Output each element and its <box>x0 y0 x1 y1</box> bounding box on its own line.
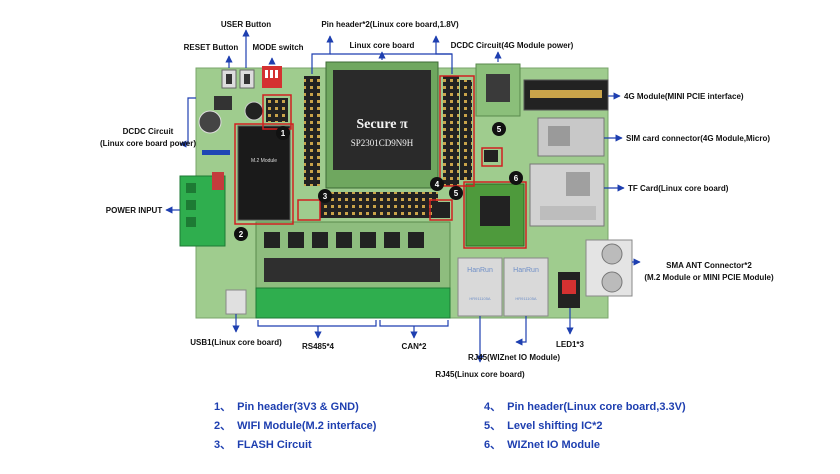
svg-text:5: 5 <box>497 125 502 134</box>
label-rj45-linux: RJ45(Linux core board) <box>435 370 525 379</box>
label-pin-header-top: Pin header*2(Linux core board,1.8V) <box>321 20 459 29</box>
pin-headers-tall <box>304 76 472 186</box>
marker-2: 2 <box>234 227 248 241</box>
label-dcdc-core-2: (Linux core board power) <box>100 139 196 148</box>
rj45-jacks: HanRun HR911105A HanRun HR911105A <box>457 257 549 317</box>
dcdc-core-area <box>198 96 264 155</box>
label-led: LED1*3 <box>556 340 585 349</box>
marker-5b: 5 <box>449 186 463 200</box>
rs485-can-section <box>255 221 451 319</box>
legend-num: 6、 <box>484 439 502 451</box>
m2-module: M.2 Module <box>237 125 291 221</box>
label-dcdc-core-1: DCDC Circuit <box>123 127 174 136</box>
wiznet-module <box>465 183 525 247</box>
level-shift-row <box>320 192 450 218</box>
legend-item-5: 5、 Level shifting IC*2 <box>484 417 602 433</box>
mini-pcie-slot <box>523 79 609 111</box>
label-rj45-wiznet: RJ45(WIZnet IO Module) <box>468 353 560 362</box>
top-buttons <box>221 66 288 122</box>
label-dcdc-4g: DCDC Circuit(4G Module power) <box>451 41 574 50</box>
label-sma-2: (M.2 Module or MINI PCIE Module) <box>644 273 774 282</box>
svg-text:2: 2 <box>239 230 244 239</box>
usb1-port <box>225 289 247 315</box>
label-linux-core-board: Linux core board <box>350 41 415 50</box>
marker-3: 3 <box>318 189 332 203</box>
markers: 1 2 3 4 5 5 6 <box>234 75 527 249</box>
label-reset-button: RESET Button <box>184 43 239 52</box>
label-tf-card: TF Card(Linux core board) <box>628 184 729 193</box>
label-sma-1: SMA ANT Connector*2 <box>666 261 752 270</box>
label-can: CAN*2 <box>402 342 427 351</box>
legend-item-6: 6、 WIZnet IO Module <box>484 436 600 452</box>
rj45-left-part: HR911105A <box>469 296 491 301</box>
svg-text:1: 1 <box>281 129 286 138</box>
svg-text:5: 5 <box>454 189 459 198</box>
svg-text:6: 6 <box>514 174 519 183</box>
legend-text: Pin header(Linux core board,3.3V) <box>507 401 686 413</box>
led-sma <box>558 239 633 308</box>
label-power-input: POWER INPUT <box>106 206 163 215</box>
legend-text: Level shifting IC*2 <box>507 420 603 432</box>
legend-text: WIZnet IO Module <box>507 439 601 451</box>
callout-arrows <box>165 29 641 363</box>
legend-text: WIFI Module(M.2 interface) <box>237 420 377 432</box>
label-mode-switch: MODE switch <box>252 43 303 52</box>
label-rs485: RS485*4 <box>302 342 335 351</box>
legend-num: 5、 <box>484 420 502 432</box>
label-user-button: USER Button <box>221 20 271 29</box>
legend-num: 3、 <box>214 439 232 451</box>
legend-item-1: 1、 Pin header(3V3 & GND) <box>214 398 359 414</box>
rj45-left-brand: HanRun <box>467 267 493 274</box>
rj45-right-part: HR911105A <box>515 296 537 301</box>
m2-module-text: M.2 Module <box>251 158 277 164</box>
tf-card-slot <box>529 163 605 227</box>
power-terminal <box>179 172 226 247</box>
legend-item-4: 4、 Pin header(Linux core board,3.3V) <box>484 398 686 414</box>
legend-item-2: 2、 WIFI Module(M.2 interface) <box>214 417 376 433</box>
label-4g-module: 4G Module(MINI PCIE interface) <box>624 92 744 101</box>
marker-6: 6 <box>509 171 523 185</box>
legend-item-3: 3、 FLASH Circuit <box>214 436 312 452</box>
sim-card-slot <box>537 117 605 157</box>
legend-num: 4、 <box>484 401 502 413</box>
marker-4: 4 <box>430 177 444 191</box>
chip-part: SP2301CD9N9H <box>351 138 414 148</box>
legend-num: 1、 <box>214 401 232 413</box>
legend-num: 2、 <box>214 420 232 432</box>
callout-labels: USER Button RESET Button MODE switch Pin… <box>100 20 774 379</box>
linux-core-board: Secure π SP2301CD9N9H <box>325 61 439 189</box>
label-usb1: USB1(Linux core board) <box>190 338 282 347</box>
chip-brand: Secure π <box>356 117 408 132</box>
svg-text:3: 3 <box>323 192 328 201</box>
legend-text: FLASH Circuit <box>237 439 312 451</box>
label-sim-card: SIM card connector(4G Module,Micro) <box>626 134 770 143</box>
rj45-right-brand: HanRun <box>513 267 539 274</box>
marker-5a: 5 <box>492 122 506 136</box>
legend-text: Pin header(3V3 & GND) <box>237 401 359 413</box>
svg-text:4: 4 <box>435 180 440 189</box>
dcdc-4g-area <box>475 63 521 162</box>
marker-1: 1 <box>276 126 290 140</box>
